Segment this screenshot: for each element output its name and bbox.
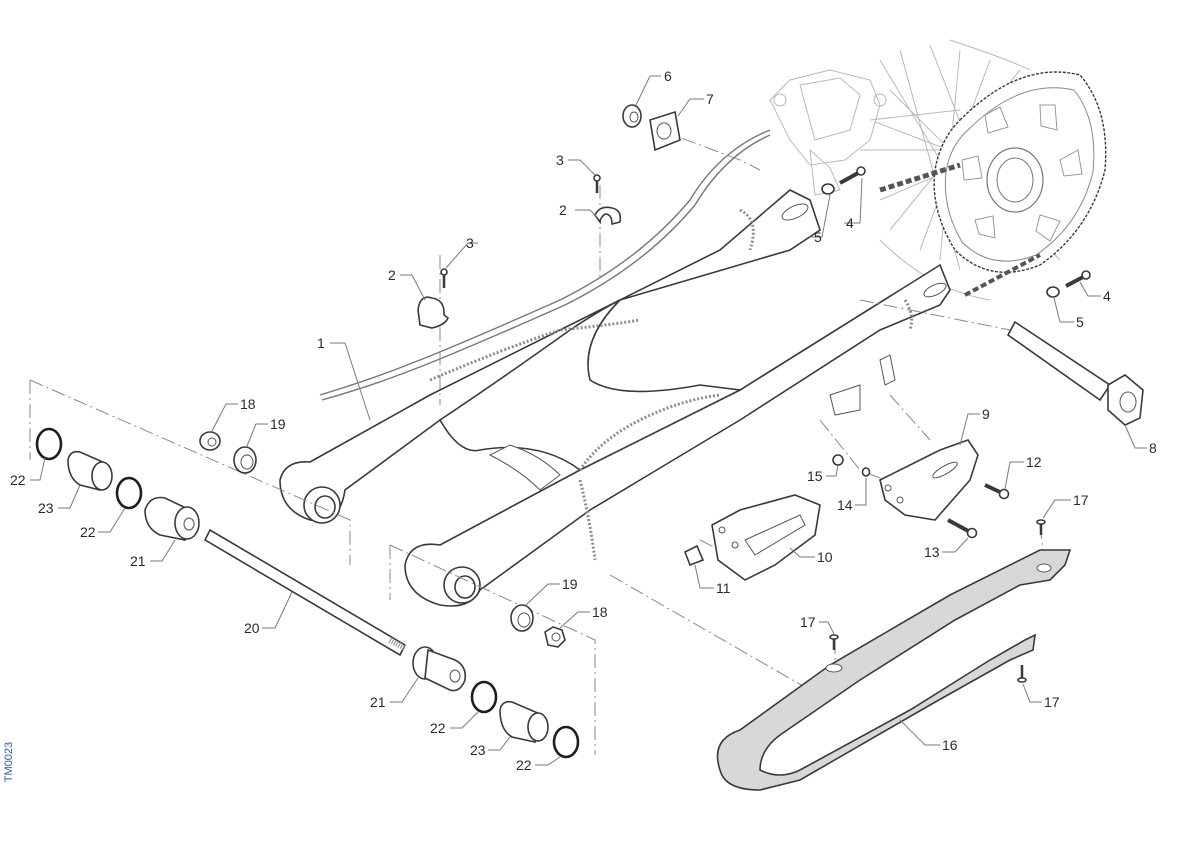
callout-22: 22 (430, 720, 446, 736)
background-wheel-assembly (319, 39, 1107, 401)
brake-caliper (769, 69, 961, 196)
weld-bead (578, 393, 721, 471)
part-14-washer (861, 467, 871, 477)
drive-chain (879, 162, 1041, 297)
callout-23: 23 (38, 500, 54, 516)
callout-18: 18 (240, 396, 256, 412)
callout-3: 3 (556, 152, 564, 168)
callout-17: 17 (800, 614, 816, 630)
assembly-axes (29, 129, 1046, 755)
callout-11: 11 (716, 580, 731, 596)
part-4-bolt-upper (839, 166, 866, 185)
callout-7: 7 (706, 91, 714, 107)
callout-22: 22 (10, 472, 26, 488)
part-8-wheel-axle (1006, 320, 1144, 426)
callout-19: 19 (562, 576, 578, 592)
callout-9: 9 (982, 406, 990, 422)
callout-15: 15 (807, 468, 823, 484)
weld-bead (903, 299, 914, 331)
callout-13: 13 (924, 544, 940, 560)
part-2-hose-clamp-upper (594, 206, 622, 226)
part-22-seal-ring-4 (552, 725, 580, 759)
callout-2: 2 (388, 267, 396, 283)
part-15-nut (832, 454, 844, 466)
callout-16: 16 (942, 737, 958, 753)
callout-21: 21 (130, 553, 146, 569)
weld-bead (739, 208, 755, 251)
callout-leaders (30, 75, 1147, 766)
part-10-chain-guide (711, 494, 821, 581)
part-19-washer-left (233, 446, 257, 474)
part-5-nut-lower (1046, 286, 1060, 298)
brake-hose (319, 129, 771, 396)
callout-4: 4 (846, 215, 854, 231)
weld-bead (578, 479, 597, 561)
callout-5: 5 (814, 229, 822, 245)
callout-17: 17 (1044, 694, 1060, 710)
part-6-bushing (622, 104, 642, 128)
weld-bead (429, 318, 641, 382)
part-17-screw-bottom (1017, 665, 1027, 683)
callout-2: 2 (559, 202, 567, 218)
callout-6: 6 (664, 68, 672, 84)
part-18-pivot-nut-left (199, 431, 221, 451)
part-11-spacer (683, 544, 705, 567)
part-17-screw-top (1036, 519, 1046, 535)
part-22-seal-ring-1 (35, 427, 63, 461)
callout-23: 23 (470, 742, 486, 758)
callout-12: 12 (1026, 454, 1042, 470)
part-22-seal-ring-3 (470, 680, 498, 714)
callout-1: 1 (317, 335, 325, 351)
part-16-chain-slider (716, 549, 1072, 791)
callout-22: 22 (516, 757, 532, 773)
part-23-needle-bearing-right (499, 700, 549, 743)
drawing-reference-code: TM0023 (3, 741, 15, 783)
callout-10: 10 (817, 549, 833, 565)
part-18-pivot-nut-right (544, 626, 566, 648)
part-3-clamp-screw-upper (593, 174, 601, 193)
part-23-needle-bearing-left (67, 450, 113, 491)
callout-20: 20 (244, 620, 260, 636)
callout-labels: 1 2 2 3 3 4 4 5 5 6 7 8 9 10 11 12 13 14… (10, 68, 1157, 773)
rear-sprocket (933, 71, 1107, 273)
callout-4: 4 (1103, 288, 1111, 304)
callout-8: 8 (1149, 440, 1157, 456)
swingarm (279, 189, 951, 607)
part-22-seal-ring-2 (115, 476, 143, 510)
part-2-hose-clamp-lower (417, 296, 449, 329)
part-20-pivot-shaft (203, 528, 407, 657)
part-3-clamp-screw-lower (440, 268, 448, 288)
part-19-washer-right (510, 604, 534, 632)
part-5-nut-upper (821, 183, 835, 195)
callout-21: 21 (370, 694, 386, 710)
part-12-screw (984, 483, 1010, 500)
part-13-screw (947, 518, 978, 539)
part-7-adjuster-plate (649, 110, 681, 152)
part-21-bushing-sleeve-right (412, 646, 467, 692)
part-9-chain-guide-bracket (879, 439, 979, 521)
callout-3: 3 (466, 235, 474, 251)
callout-14: 14 (837, 497, 853, 513)
part-21-bushing-sleeve-left (144, 496, 200, 541)
callout-18: 18 (592, 604, 608, 620)
callout-17: 17 (1073, 492, 1089, 508)
callout-22: 22 (80, 524, 96, 540)
part-4-bolt-lower (1065, 270, 1091, 288)
part-17-screw-middle (829, 634, 839, 650)
callout-5: 5 (1076, 314, 1084, 330)
callout-19: 19 (270, 416, 286, 432)
